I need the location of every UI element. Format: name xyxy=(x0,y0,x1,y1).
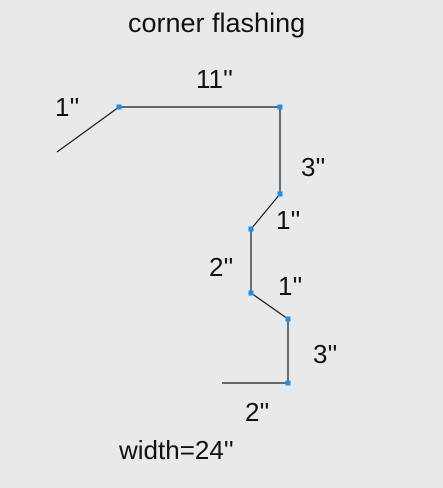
segment-length-label: 3'' xyxy=(301,152,326,182)
vertex-node[interactable] xyxy=(277,104,283,110)
vertex-node[interactable] xyxy=(248,290,254,296)
vertex-node[interactable] xyxy=(248,226,254,232)
segment-1 xyxy=(56,106,120,153)
segment-length-label: 3'' xyxy=(313,339,338,369)
vertex-node[interactable] xyxy=(285,380,291,386)
segment-length-label: 11'' xyxy=(196,64,233,94)
segment-4 xyxy=(250,193,281,230)
segment-length-label: 2'' xyxy=(245,397,270,427)
segment-6 xyxy=(250,292,289,320)
total-width-label: width=24'' xyxy=(119,435,234,465)
segment-length-label: 1'' xyxy=(276,205,301,235)
segment-length-label: 1'' xyxy=(55,92,80,122)
diagram-title: corner flashing xyxy=(128,8,306,38)
vertex-node[interactable] xyxy=(116,104,122,110)
vertex-node[interactable] xyxy=(285,316,291,322)
segment-length-label: 1'' xyxy=(278,271,303,301)
segment-length-label: 2'' xyxy=(209,252,234,282)
vertex-node[interactable] xyxy=(277,191,283,197)
